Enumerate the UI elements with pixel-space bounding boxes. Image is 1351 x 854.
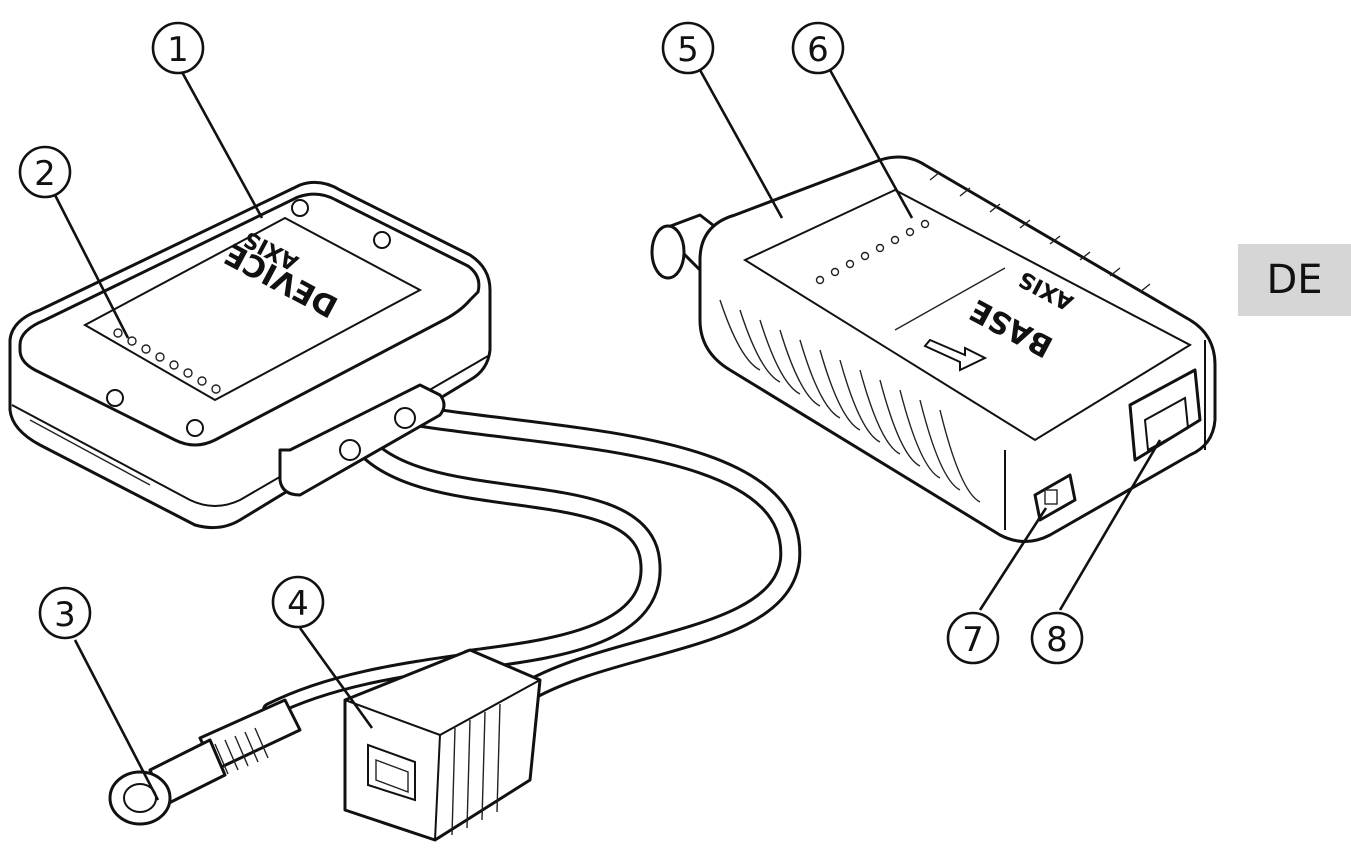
callout-4: 4	[271, 575, 325, 629]
callout-2: 2	[18, 145, 72, 199]
callout-1: 1	[151, 21, 205, 75]
bnc-connector	[108, 698, 302, 826]
callout-3: 3	[38, 586, 92, 640]
svg-text:7: 7	[962, 620, 984, 660]
callout-6: 6	[791, 21, 845, 75]
svg-text:5: 5	[677, 30, 699, 70]
svg-text:4: 4	[287, 584, 309, 624]
language-tab-label: DE	[1266, 257, 1323, 303]
svg-text:1: 1	[167, 30, 189, 70]
svg-text:3: 3	[54, 595, 76, 635]
callout-8: 8	[1030, 611, 1084, 665]
svg-text:2: 2	[34, 154, 56, 194]
rj45-coupler	[343, 648, 542, 842]
svg-text:8: 8	[1046, 620, 1068, 660]
device-led-row	[113, 328, 221, 394]
device-unit: AXIS DEVICE	[8, 180, 492, 530]
callout-7: 7	[946, 611, 1000, 665]
base-led-row	[815, 219, 930, 285]
svg-text:6: 6	[807, 30, 829, 70]
language-tab: DE	[1238, 244, 1351, 316]
base-ribs	[719, 171, 1151, 503]
base-unit: AXIS BASE	[650, 155, 1217, 543]
leader-lines	[53, 69, 1162, 801]
callout-5: 5	[661, 21, 715, 75]
